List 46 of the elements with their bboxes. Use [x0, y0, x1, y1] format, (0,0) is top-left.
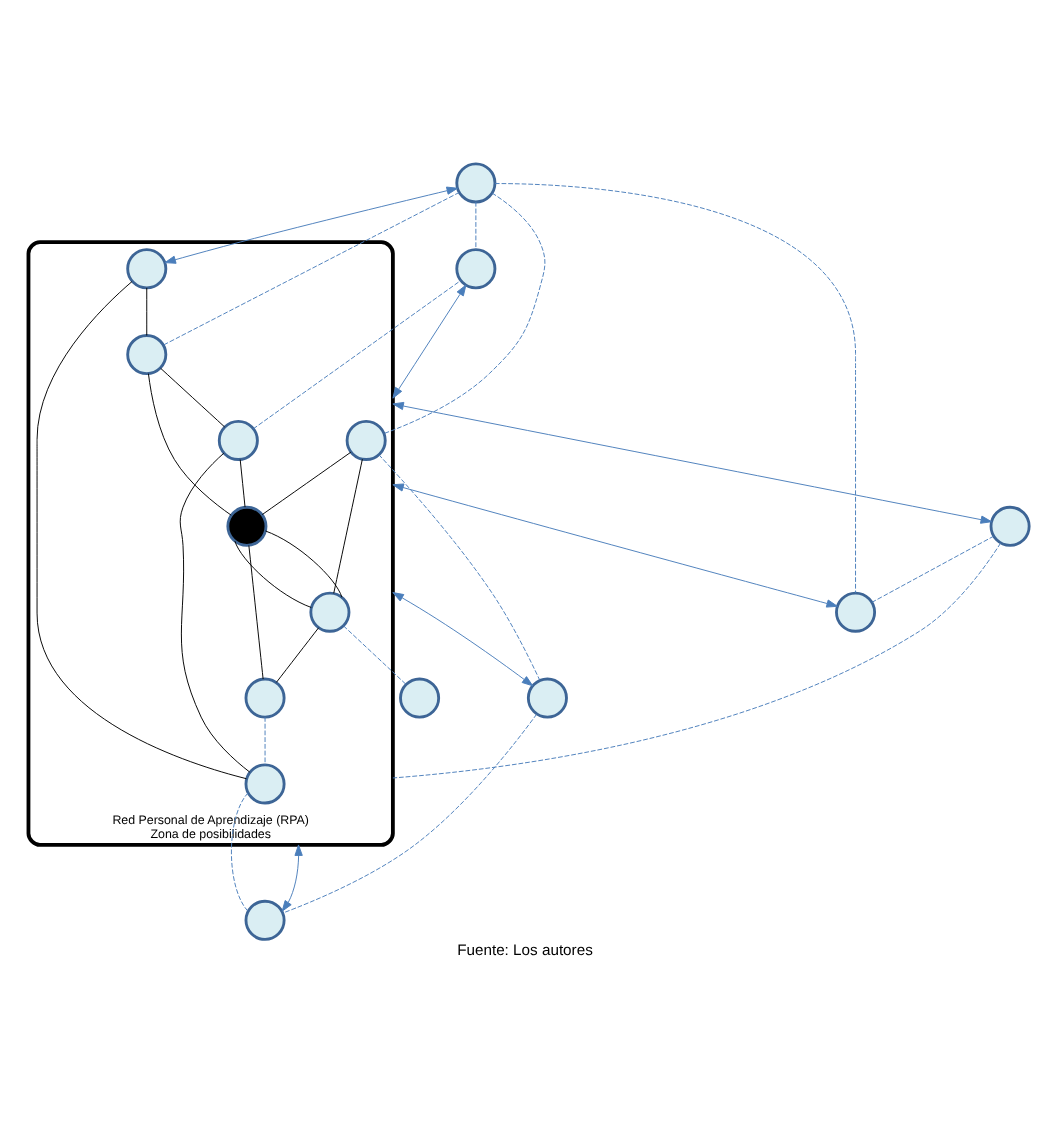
node-circle	[455, 161, 497, 203]
connector	[252, 279, 462, 429]
node-circle	[345, 418, 387, 460]
arrow	[164, 185, 458, 263]
connector	[383, 191, 546, 433]
connector	[333, 457, 363, 593]
connector	[494, 182, 857, 593]
node-circle	[399, 676, 441, 718]
connector	[475, 200, 477, 250]
arrow	[392, 400, 992, 523]
node-circle	[226, 504, 268, 546]
node-circle	[244, 762, 286, 804]
caption: Fuente: Los autores	[457, 940, 593, 959]
connector	[261, 450, 352, 515]
node-circle	[126, 333, 168, 375]
connector	[160, 366, 226, 427]
connector	[392, 541, 1001, 778]
arrow	[392, 283, 467, 398]
arrow	[392, 591, 534, 686]
connector	[163, 191, 460, 345]
node-circle	[835, 590, 877, 632]
connector	[871, 534, 994, 602]
connector	[234, 539, 312, 607]
connector	[248, 543, 264, 679]
connector	[179, 451, 251, 772]
node-circle	[455, 247, 497, 289]
connector	[239, 458, 246, 507]
node-circle	[309, 590, 351, 632]
connector	[282, 712, 537, 913]
connector	[343, 624, 407, 684]
node-circle	[244, 676, 286, 718]
connector	[264, 715, 266, 765]
connector	[275, 626, 320, 682]
connector	[147, 372, 232, 515]
connector	[36, 280, 247, 779]
node-circle	[217, 418, 259, 460]
connector	[146, 286, 148, 335]
connector	[378, 453, 541, 680]
node-circle	[526, 676, 568, 718]
node-circle	[989, 504, 1031, 546]
arrow	[281, 843, 303, 911]
connector	[265, 529, 343, 597]
node-circle	[126, 247, 168, 289]
node-circle	[244, 898, 286, 940]
connector	[230, 791, 249, 911]
arrow	[392, 482, 838, 607]
